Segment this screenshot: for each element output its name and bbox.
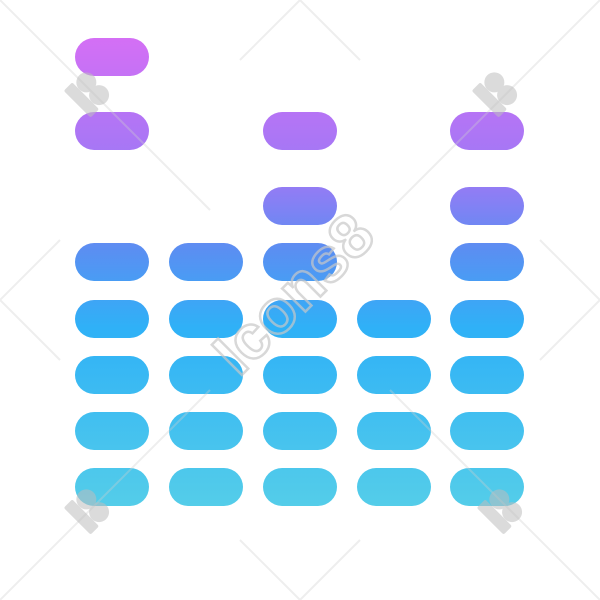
equalizer-segment [263, 300, 337, 338]
equalizer-segment [169, 356, 243, 394]
equalizer-segment [450, 187, 524, 225]
equalizer-segment [450, 243, 524, 281]
equalizer-segment [263, 187, 337, 225]
equalizer-peak-segment [75, 38, 149, 76]
equalizer-segment [450, 300, 524, 338]
equalizer-segment [357, 468, 431, 506]
equalizer-segment [357, 412, 431, 450]
equalizer-segment [75, 468, 149, 506]
equalizer-segment [169, 243, 243, 281]
equalizer-segment [75, 412, 149, 450]
equalizer-segment [169, 468, 243, 506]
equalizer-segment [75, 300, 149, 338]
equalizer-segment [450, 468, 524, 506]
equalizer-peak-segment [75, 112, 149, 150]
equalizer-segment [357, 300, 431, 338]
equalizer-segment [169, 412, 243, 450]
equalizer-segment [75, 356, 149, 394]
equalizer-peak-segment [263, 112, 337, 150]
equalizer-segment [450, 412, 524, 450]
equalizer-segment [263, 243, 337, 281]
equalizer-peak-segment [450, 112, 524, 150]
equalizer-segment [263, 356, 337, 394]
equalizer-segment [263, 468, 337, 506]
equalizer-segment [450, 356, 524, 394]
equalizer-segment [357, 356, 431, 394]
equalizer-segment [263, 412, 337, 450]
equalizer-segment [75, 243, 149, 281]
equalizer-segment [169, 300, 243, 338]
